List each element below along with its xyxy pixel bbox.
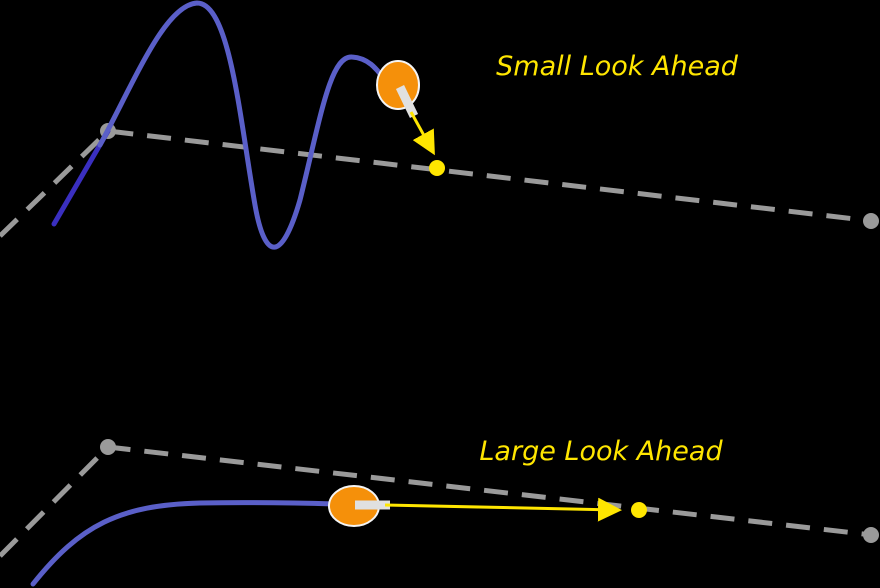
lookahead-vector xyxy=(384,497,622,522)
reference-path xyxy=(0,444,873,558)
lookahead-point xyxy=(429,160,445,176)
waypoint xyxy=(863,527,879,543)
small-lookahead-panel: Small Look Ahead xyxy=(0,0,879,250)
reference-path xyxy=(0,128,873,238)
waypoint xyxy=(863,213,879,229)
robot-trajectory xyxy=(30,500,338,587)
large-lookahead-label: Large Look Ahead xyxy=(479,436,723,467)
robot-heading-indicator xyxy=(395,85,419,118)
lookahead-point xyxy=(631,502,647,518)
robot-trajectory xyxy=(97,0,388,250)
waypoint xyxy=(100,439,116,455)
lookahead-vector xyxy=(409,111,435,156)
small-lookahead-label: Small Look Ahead xyxy=(496,51,739,82)
robot-body xyxy=(376,60,420,110)
large-lookahead-panel: Large Look Ahead xyxy=(0,436,879,587)
